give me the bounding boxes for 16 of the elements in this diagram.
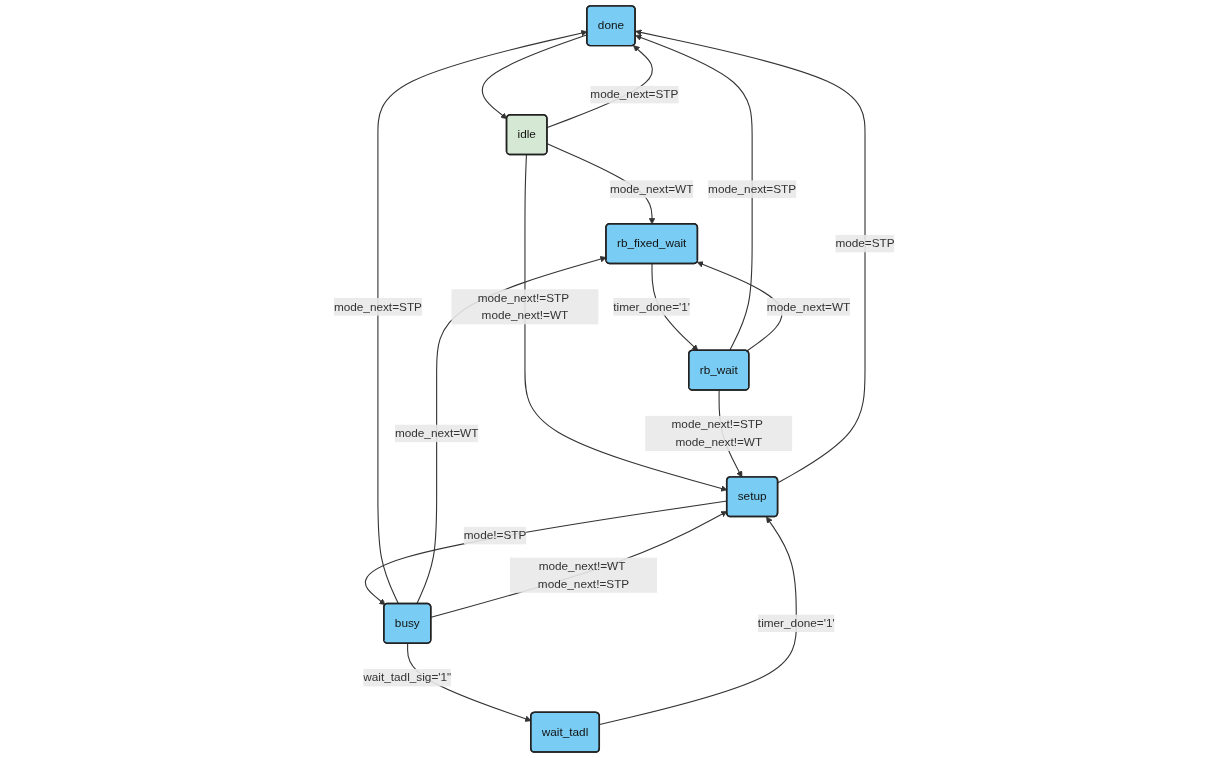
edge-label: mode_next=WT [766,300,851,313]
edge-label: wait_tadl_sig='1" [363,671,451,684]
edge-label: mode_next!=STP mode_next!=WT [477,291,569,322]
arrow [430,511,728,618]
edge-label: mode_next!=STP mode_next!=WT [671,418,763,449]
edge-label: timer_done='1' [757,616,835,630]
edge-label: mode_next=STP [707,182,796,196]
edge-label: mode_next=STP [333,300,422,313]
edge-label: mode=STP [835,236,895,250]
edge-label: mode_next=STP [590,88,679,101]
edge-label: mode_next=WT [394,426,479,440]
edge-label: mode_next=WT [609,182,694,196]
edge-label: timer_done='1' [612,300,690,313]
edge-label: mode_next!=WT mode_next!=STP [537,559,629,590]
edge-label: mode!=STP [463,529,527,542]
arrow [634,29,866,484]
